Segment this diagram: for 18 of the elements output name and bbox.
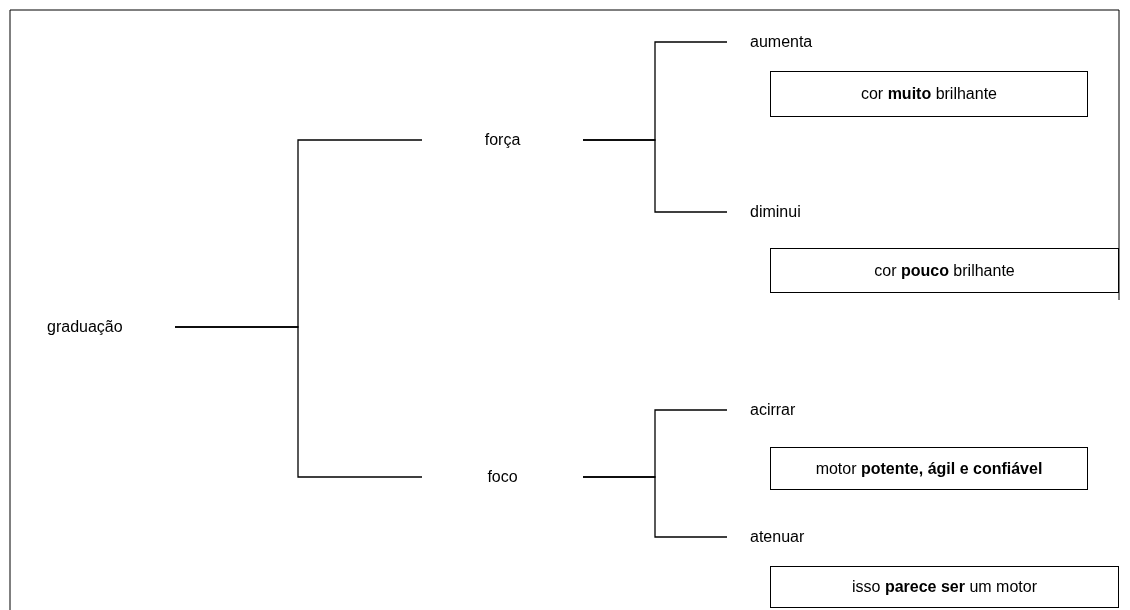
- connector-line: [582, 476, 728, 538]
- example-text: motor potente, ágil e confiável: [815, 459, 1043, 478]
- example-box: [770, 248, 1119, 293]
- connector-line: [582, 139, 728, 213]
- connector-line: [174, 326, 423, 478]
- example-text: isso parece ser um motor: [852, 578, 1037, 596]
- example-box: [770, 447, 1088, 490]
- example-text: cor pouco brilhante: [874, 261, 1015, 280]
- branch-label: força: [484, 131, 521, 149]
- branch-label: foco: [487, 468, 518, 486]
- branch-label: atenuar: [750, 528, 805, 546]
- branch-label: acirrar: [750, 401, 796, 419]
- example-text: cor muito brilhante: [860, 85, 997, 103]
- example-box: [770, 71, 1088, 117]
- example-box: [770, 566, 1119, 608]
- branch-label: diminui: [750, 203, 801, 221]
- branch-label: aumenta: [750, 33, 813, 51]
- branch-label: graduação: [47, 318, 123, 336]
